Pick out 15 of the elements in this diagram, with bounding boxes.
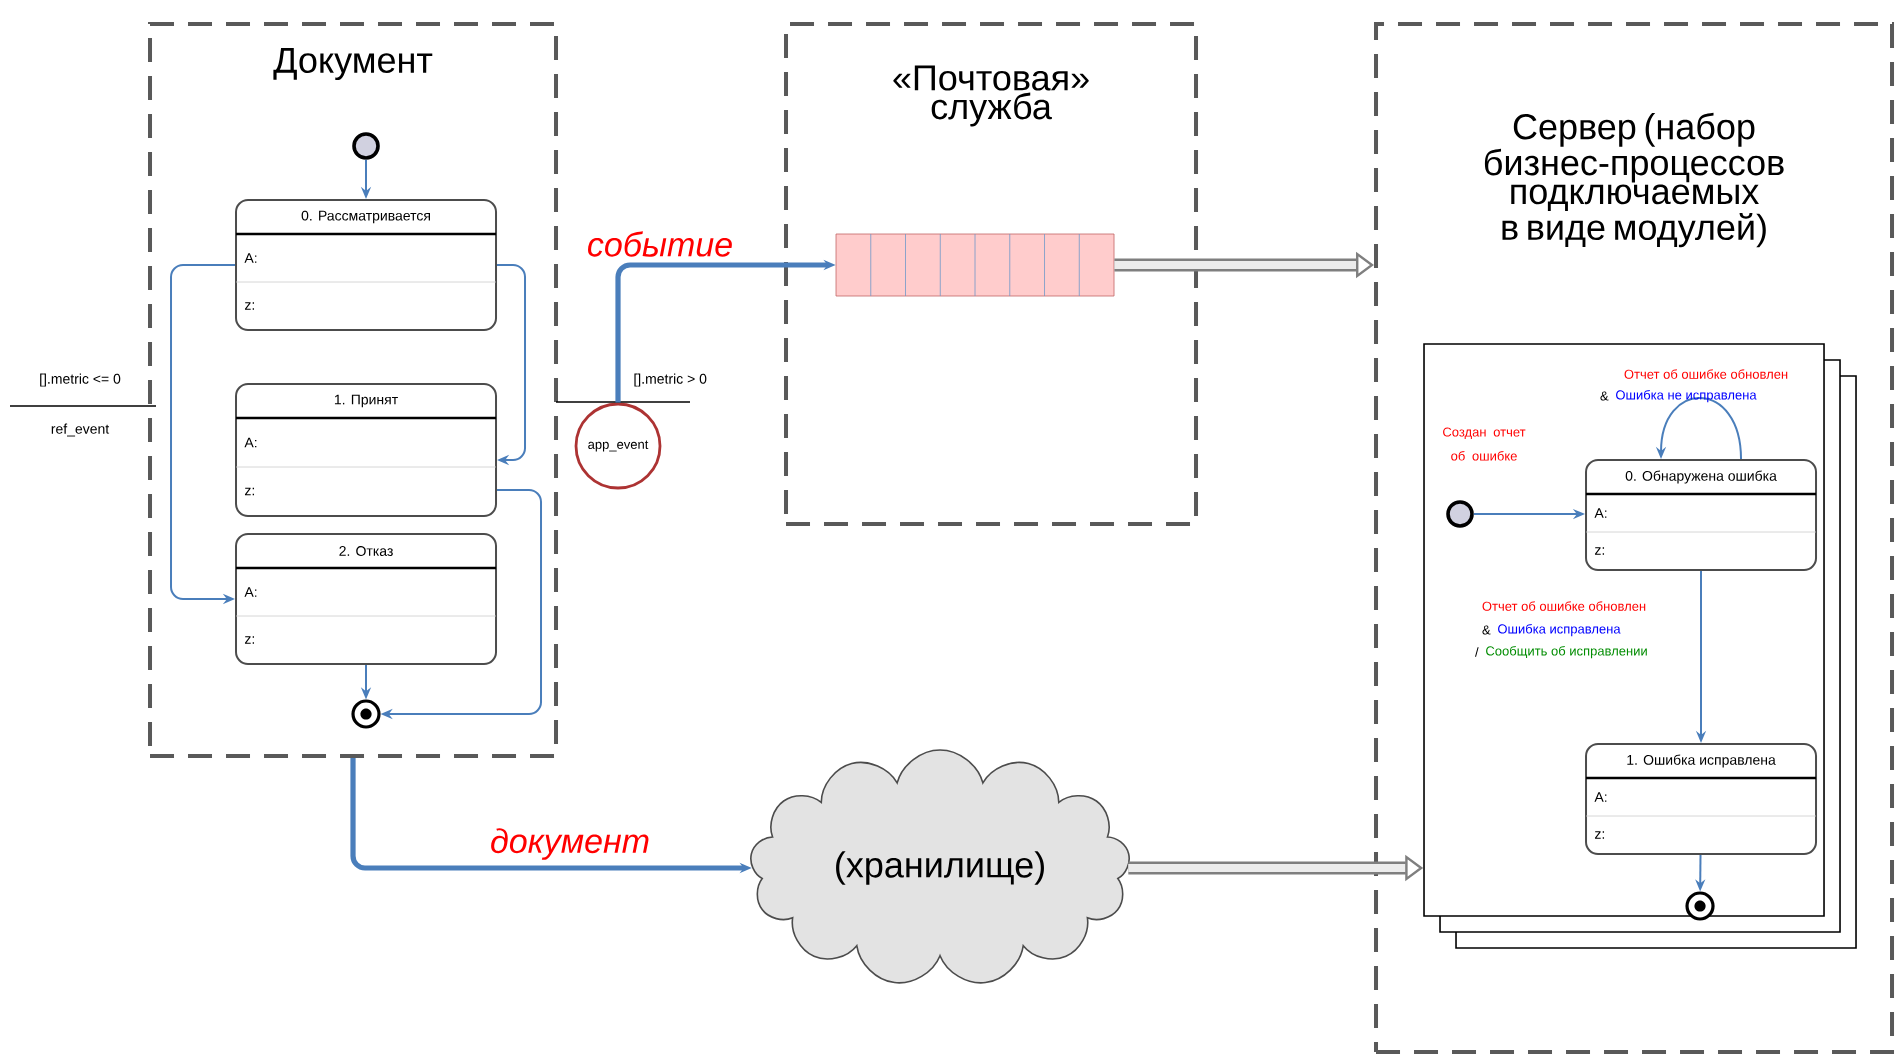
- edge-label: документ: [488, 826, 652, 862]
- dashed-frame: [784, 22, 1198, 526]
- initial-state: [352, 132, 380, 160]
- initial-state: [1446, 500, 1474, 528]
- frame-title: «Почтовая» служба: [893, 65, 1089, 127]
- dashed-frame: [148, 22, 558, 758]
- final-state: [1685, 891, 1715, 921]
- arrow: [496, 264, 526, 466]
- final-state: [351, 699, 381, 729]
- edge-label: событие: [584, 229, 736, 259]
- queue-box: [835, 233, 1115, 297]
- frame-title: Сервер (набор бизнес-процессов подключаемых в виде модулей): [1484, 112, 1784, 248]
- storage-cloud: (хранилище): [750, 749, 1130, 984]
- frame-title: Документ: [273, 47, 433, 81]
- dashed-frame: [1374, 22, 1894, 1054]
